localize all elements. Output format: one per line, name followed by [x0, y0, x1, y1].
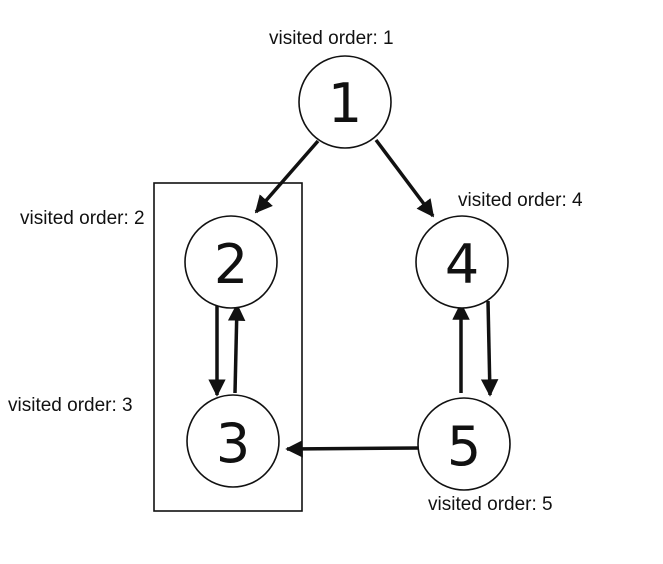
node-label: 2	[214, 233, 248, 296]
visited-order-label-5: visited order: 5	[428, 494, 553, 515]
edge-1-to-4	[374, 138, 435, 218]
edges-layer	[208, 138, 499, 458]
node-3: 3	[186, 394, 280, 488]
node-1: 1	[298, 55, 392, 149]
node-circle	[186, 394, 280, 488]
node-circle	[184, 215, 278, 309]
edge-1-to-2	[254, 139, 320, 214]
node-label: 3	[216, 412, 250, 475]
node-4: 4	[415, 215, 509, 309]
visited-order-label-4: visited order: 4	[458, 190, 583, 211]
node-2: 2	[184, 215, 278, 309]
visited-order-label-3: visited order: 3	[8, 395, 133, 416]
node-circle	[417, 397, 511, 491]
node-circle	[415, 215, 509, 309]
node-5: 5	[417, 397, 511, 491]
visited-order-label-1: visited order: 1	[269, 28, 394, 49]
visited-order-label-2: visited order: 2	[20, 208, 145, 229]
node-circle	[298, 55, 392, 149]
node-label: 4	[445, 233, 479, 296]
node-label: 5	[447, 415, 481, 478]
node-label: 1	[328, 72, 362, 135]
edge-4-to-5	[480, 300, 499, 397]
edge-5-to-3	[285, 440, 421, 458]
component-box	[153, 182, 303, 512]
edge-3-to-2	[227, 303, 246, 394]
